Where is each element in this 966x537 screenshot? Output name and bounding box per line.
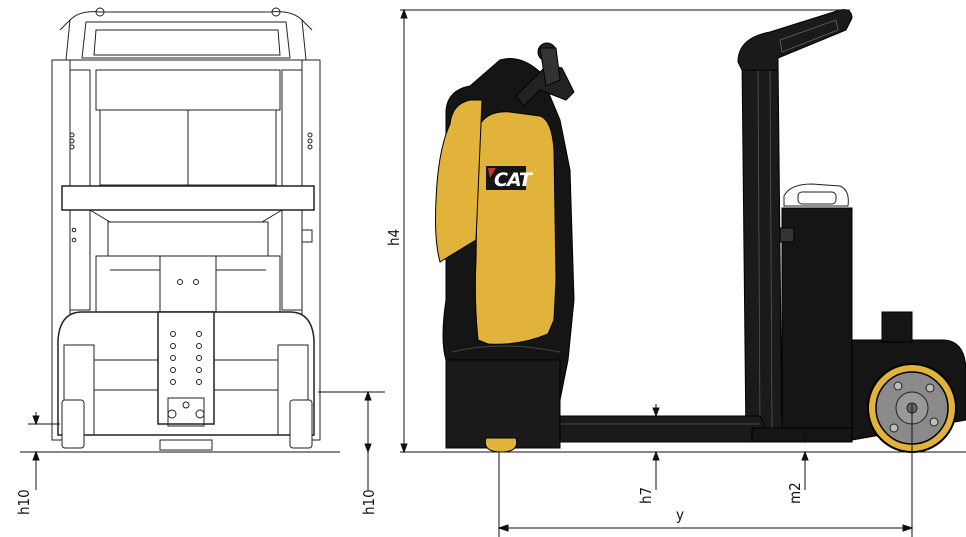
side-view: CAT [435,9,966,453]
dim-label-h10-left: h10 [15,489,33,515]
front-view [51,7,321,451]
dim-label-m2: m2 [786,482,804,504]
center-plate [157,311,215,425]
dim-label-h10-right: h10 [360,489,378,515]
front-load-wheel [484,437,518,453]
dim-label-h4: h4 [385,229,403,246]
front-wheel-right [289,399,313,449]
overhead-guard [65,11,307,61]
front-view-dimensions [20,390,385,490]
dim-label-h7: h7 [637,487,655,504]
plate-holes [170,331,202,385]
operator-platform [529,415,771,443]
svg-text:CAT: CAT [494,169,534,191]
mast-column [741,59,783,441]
dim-label-y: y [676,506,684,524]
yellow-side-door [435,99,483,263]
side-view-dimensions [400,8,966,537]
front-crossbar [61,185,315,211]
yellow-body-panel [474,111,557,345]
cat-logo: CAT [486,166,535,191]
battery-box [781,207,853,441]
front-wheel-left [61,399,85,449]
top-handle [737,9,853,71]
